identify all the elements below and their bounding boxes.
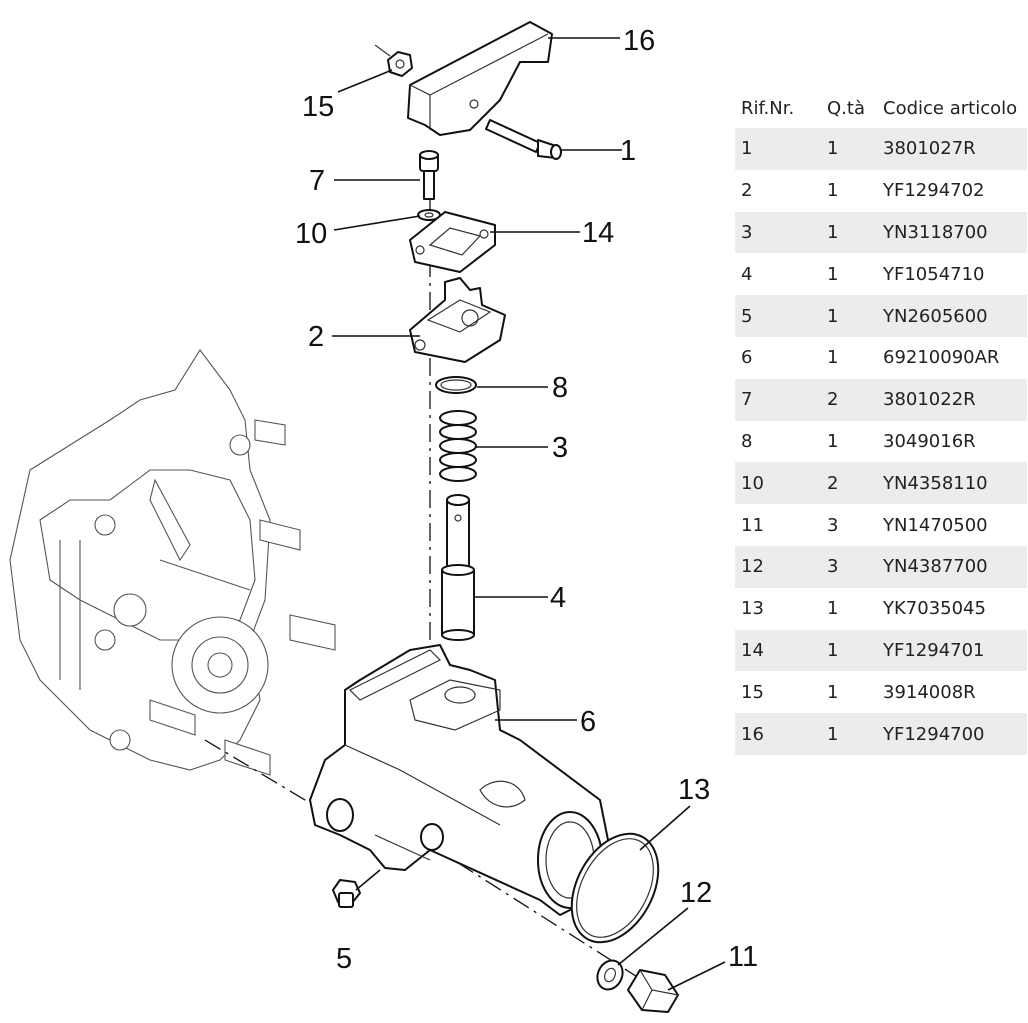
callout-6: 6 [580, 706, 596, 738]
table-row: 2 1 YF1294702 [735, 170, 1027, 212]
callout-11: 11 [728, 941, 758, 973]
cell-quantity: 1 [827, 598, 839, 620]
gearbox-housing [9, 349, 336, 776]
part-2-mount [409, 277, 506, 363]
cell-ref-number: 10 [741, 472, 764, 494]
table-row: 12 3 YN4387700 [735, 545, 1027, 588]
cell-quantity: 1 [827, 180, 839, 202]
table-row: 4 1 YF1054710 [735, 253, 1027, 295]
cell-quantity: 1 [827, 347, 839, 369]
table-header-row: Rif.Nr. Q.tà Codice articolo [735, 88, 1027, 128]
table-row: 14 1 YF1294701 [735, 629, 1027, 672]
part-12-washer [596, 959, 624, 991]
part-16-bracket [407, 21, 553, 136]
table-row: 13 1 YK7035045 [735, 588, 1027, 630]
callout-8: 8 [552, 372, 568, 404]
callout-3: 3 [552, 432, 568, 464]
cell-ref-number: 1 [741, 138, 753, 160]
callout-2: 2 [308, 321, 324, 353]
cell-part-code: YN2605600 [883, 305, 988, 327]
cell-ref-number: 3 [741, 221, 753, 243]
cell-quantity: 1 [827, 681, 839, 703]
part-15-nut [374, 44, 413, 77]
cell-part-code: 3049016R [883, 430, 976, 452]
cell-quantity: 1 [827, 221, 839, 243]
callout-13: 13 [678, 774, 710, 806]
table-row: 5 1 YN2605600 [735, 295, 1027, 337]
cell-part-code: YN4387700 [883, 556, 988, 578]
callout-1: 1 [620, 135, 636, 167]
header-part-code: Codice articolo [883, 97, 1018, 119]
cell-ref-number: 16 [741, 723, 764, 745]
cell-quantity: 1 [827, 263, 839, 285]
cell-part-code: 3914008R [883, 681, 976, 703]
table-row: 1 1 3801027R [735, 128, 1027, 170]
callout-12: 12 [680, 877, 712, 909]
table-row: 11 3 YN1470500 [735, 504, 1027, 546]
cell-quantity: 2 [827, 389, 839, 411]
cell-ref-number: 13 [741, 598, 764, 620]
table-row: 15 1 3914008R [735, 671, 1027, 713]
cell-part-code: YF1054710 [883, 263, 985, 285]
cell-ref-number: 5 [741, 305, 753, 327]
part-7-screw [419, 150, 439, 200]
part-13-ring [570, 832, 660, 944]
cell-part-code: YF1294700 [883, 723, 985, 745]
cell-part-code: 3801027R [883, 138, 976, 160]
cell-ref-number: 8 [741, 430, 753, 452]
cell-part-code: YN1470500 [883, 514, 988, 536]
callout-7: 7 [309, 165, 325, 197]
cell-ref-number: 11 [741, 514, 764, 536]
table-row: 6 1 69210090AR [735, 337, 1027, 379]
cell-part-code: YF1294701 [883, 639, 985, 661]
cell-ref-number: 7 [741, 389, 753, 411]
callout-numbers: 16 15 1 7 10 14 2 8 3 4 6 13 12 11 5 [295, 25, 758, 975]
cell-quantity: 2 [827, 472, 839, 494]
cell-quantity: 1 [827, 723, 839, 745]
table-row: 8 1 3049016R [735, 421, 1027, 463]
callout-14: 14 [582, 217, 614, 249]
part-1-bolt [485, 119, 562, 160]
cell-quantity: 3 [827, 556, 839, 578]
part-6-housing [309, 644, 611, 916]
header-ref-number: Rif.Nr. [741, 97, 795, 119]
cell-ref-number: 15 [741, 681, 764, 703]
cell-part-code: YN4358110 [883, 472, 988, 494]
cell-part-code: YF1294702 [883, 180, 985, 202]
cell-ref-number: 4 [741, 263, 753, 285]
cell-part-code: 69210090AR [883, 347, 1000, 369]
part-14-gasket [409, 211, 496, 273]
callout-10: 10 [295, 218, 327, 250]
callout-15: 15 [302, 91, 334, 123]
cell-quantity: 1 [827, 305, 839, 327]
cell-ref-number: 2 [741, 180, 753, 202]
cell-quantity: 1 [827, 138, 839, 160]
cell-part-code: YK7035045 [883, 598, 986, 620]
table-row: 10 2 YN4358110 [735, 462, 1027, 505]
part-3-spring [439, 410, 477, 482]
part-8-oring [435, 376, 477, 394]
cell-quantity: 1 [827, 430, 839, 452]
cell-ref-number: 12 [741, 556, 764, 578]
callout-4: 4 [550, 582, 566, 614]
cell-ref-number: 14 [741, 639, 764, 661]
cell-quantity: 3 [827, 514, 839, 536]
cell-ref-number: 6 [741, 347, 753, 369]
leader-lines [332, 37, 726, 991]
cell-quantity: 1 [827, 639, 839, 661]
part-4-pin [441, 494, 475, 641]
part-5-fitting [332, 879, 361, 908]
table-row: 16 1 YF1294700 [735, 713, 1027, 755]
cell-part-code: YN3118700 [883, 221, 988, 243]
part-11-nut [627, 969, 679, 1013]
callout-16: 16 [623, 25, 655, 57]
table-row: 7 2 3801022R [735, 378, 1027, 421]
callout-5: 5 [336, 943, 352, 975]
table-row: 3 1 YN3118700 [735, 211, 1027, 254]
header-quantity: Q.tà [827, 97, 865, 119]
cell-part-code: 3801022R [883, 389, 976, 411]
